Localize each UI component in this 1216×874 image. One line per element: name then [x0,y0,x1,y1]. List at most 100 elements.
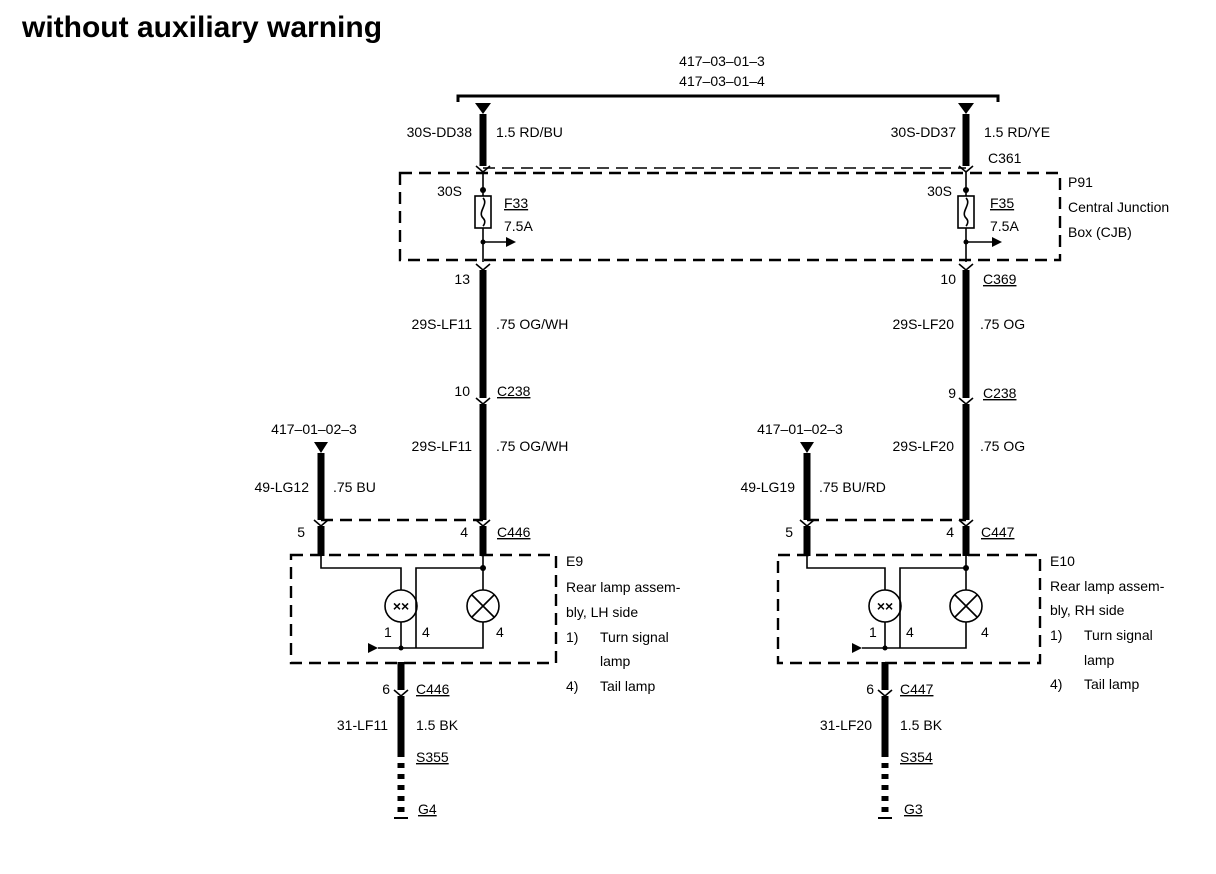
right-item4: Tail lamp [1084,676,1139,692]
right-feed-arrow [958,103,974,114]
left-gnd-wire: 1.5 BK [416,717,459,733]
left-tail-to-turnlamp [415,567,483,598]
left-pin-turn: 5 [297,524,305,540]
right-fuse-node [963,187,969,193]
left-out-circuit-2: 29S-LF11 [412,438,473,454]
left-assembly-line2: bly, LH side [566,604,638,620]
right-ground: G3 [904,801,923,817]
left-item1-line1: Turn signal [600,629,669,645]
right-inline-connector-mark [958,397,974,406]
left-ground-arrow [368,643,378,653]
right-inline-conn: C238 [983,385,1017,401]
left-turn-lamp-filament: ×× [393,598,409,614]
left-gnd-connector-mark [393,689,409,698]
left-inline-pin: 10 [454,383,470,399]
right-item4-num: 4) [1050,676,1062,692]
cjb-outline [398,171,1062,262]
left-turn-ref: 417–01–02–3 [271,421,357,437]
cjb-name-line1: Central Junction [1068,199,1169,215]
right-splice: S354 [900,749,933,765]
right-tail-lamp-filament [954,594,978,618]
right-out-circuit-1: 29S-LF20 [893,316,955,332]
left-gnd-pin: 6 [382,681,390,697]
left-cjb-connector-mark [475,263,491,272]
left-item4: Tail lamp [600,678,655,694]
right-fuse-id: F35 [990,195,1014,211]
left-fuse-element [480,197,486,227]
right-out-wire-1: .75 OG [980,316,1025,332]
right-turn-lamp-filament: ×× [877,598,893,614]
right-item1-line2: lamp [1084,652,1115,668]
left-lamp-pin-4b: 4 [496,624,504,640]
left-fuse-id: F33 [504,195,528,211]
left-circuit: 30S-DD38 1.5 RD/BU 30S F33 7.5A 13 29S-L… [255,114,681,819]
left-item1-num: 1) [566,629,578,645]
left-turn-lamp-feed [320,556,402,590]
left-item4-num: 4) [566,678,578,694]
right-assembly-line2: bly, RH side [1050,602,1125,618]
right-circuit: 30S-DD37 1.5 RD/YE 30S F35 7.5A 10 C369 … [741,114,1165,819]
left-assembly-line1: Rear lamp assem- [566,579,681,595]
right-gnd-pin: 6 [866,681,874,697]
right-assembly-line1: Rear lamp assem- [1050,578,1165,594]
right-out-circuit-2: 29S-LF20 [893,438,955,454]
left-ground: G4 [418,801,437,817]
right-lamp-pin-1: 1 [869,624,877,640]
right-inline-pin: 9 [948,385,956,401]
right-turn-wire-label: .75 BU/RD [819,479,886,495]
right-fuse-element [963,197,969,227]
left-lamp-ground-bus [400,598,484,649]
left-lamp-pin-4a: 4 [422,624,430,640]
left-turn-ref-arrow [314,442,328,453]
left-splice: S355 [416,749,449,765]
left-feed-wire-label: 1.5 RD/BU [496,124,563,140]
right-lamp-ground-bus [884,598,967,649]
right-turn-ref: 417–01–02–3 [757,421,843,437]
left-turn-wire-label: .75 BU [333,479,376,495]
right-tail-to-turnlamp [899,567,966,598]
right-fuse-tap-arrow [992,237,1002,247]
right-pin-turn: 5 [785,524,793,540]
left-lamp-pin-1: 1 [384,624,392,640]
right-turn-lamp-feed [806,556,886,590]
left-fuse-rating: 7.5A [504,218,533,234]
right-gnd-conn: C447 [900,681,934,697]
left-inline-conn: C238 [497,383,531,399]
left-feed-circuit: 30S-DD38 [407,124,473,140]
right-gnd-connector-mark [877,689,893,698]
left-inline-connector-mark [475,397,491,406]
right-fuse-bus: 30S [927,183,952,199]
right-out-wire-2: .75 OG [980,438,1025,454]
top-bracket [456,94,1000,102]
right-feed-connector-mark [958,165,974,174]
diagram-title: without auxiliary warning [21,11,382,44]
left-feed-connector-mark [475,165,491,174]
right-assembly-id: E10 [1050,553,1075,569]
right-conn: C447 [981,524,1015,540]
left-gnd-conn: C446 [416,681,450,697]
left-assembly-id: E9 [566,553,583,569]
cjb-connector-c361: C361 [988,150,1022,166]
right-item1-line1: Turn signal [1084,627,1153,643]
cjb-name-line2: Box (CJB) [1068,224,1132,240]
right-fuse-rating: 7.5A [990,218,1019,234]
top-ref-2: 417–03–01–4 [679,73,765,89]
left-tail-lamp-filament [471,594,495,618]
left-out-wire-2: .75 OG/WH [496,438,568,454]
right-gnd-circuit: 31-LF20 [820,717,872,733]
left-out-circuit-1: 29S-LF11 [412,316,473,332]
right-lamp-pin-4a: 4 [906,624,914,640]
right-lamp-assembly-outline [776,553,1042,665]
right-pin-tail: 4 [946,524,954,540]
left-pin-tail: 4 [460,524,468,540]
right-feed-circuit: 30S-DD37 [891,124,957,140]
left-item1-line2: lamp [600,653,631,669]
left-lamp-assembly-outline [289,553,558,665]
left-feed-arrow [475,103,491,114]
left-out-wire-1: .75 OG/WH [496,316,568,332]
right-turn-circuit: 49-LG19 [741,479,796,495]
cjb-id: P91 [1068,174,1093,190]
left-fuse-tap-arrow [506,237,516,247]
right-ground-arrow [852,643,862,653]
